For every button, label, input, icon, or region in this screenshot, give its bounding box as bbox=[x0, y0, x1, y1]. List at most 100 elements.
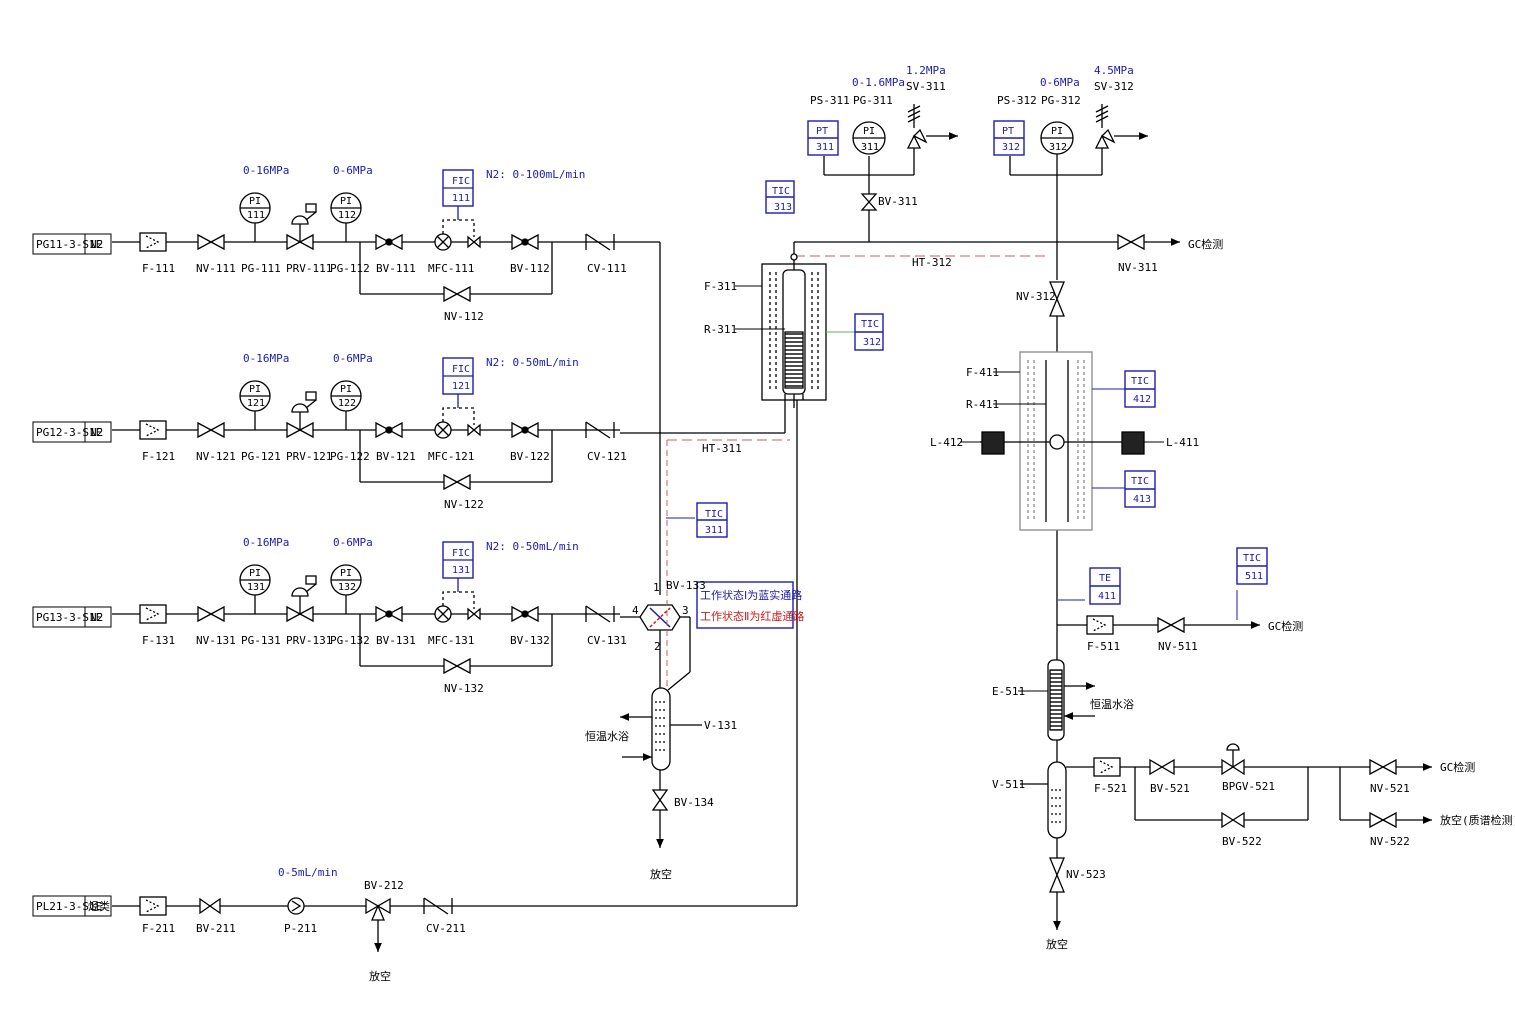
vent-ms-label: 放空(质谱检测) bbox=[1440, 813, 1515, 827]
pg1-no: 131 bbox=[247, 582, 265, 593]
nv-312-label: NV-312 bbox=[1016, 290, 1056, 303]
ht-311-label: HT-311 bbox=[702, 442, 742, 455]
ht-312-label: HT-312 bbox=[912, 256, 952, 269]
mfc-label: MFC-121 bbox=[428, 450, 474, 463]
source-4-id: PL21-3-S1E bbox=[36, 900, 102, 913]
top-header-line bbox=[794, 104, 1180, 660]
f-311-label: F-311 bbox=[704, 280, 737, 293]
pg1-range: 0-16MPa bbox=[243, 352, 289, 365]
ps-312-label: PS-312 bbox=[997, 94, 1037, 107]
tic-313-no: 313 bbox=[774, 202, 792, 213]
tic-412-name: TIC bbox=[1131, 376, 1149, 387]
gas-line-2 bbox=[112, 357, 620, 491]
source-1-id: PG11-3-S1E bbox=[36, 238, 102, 251]
pg2-no: 112 bbox=[338, 210, 356, 221]
te-411-no: 411 bbox=[1098, 591, 1116, 602]
bpgv-521-label: BPGV-521 bbox=[1222, 780, 1275, 793]
tic-311-name: TIC bbox=[705, 509, 723, 520]
pi-311-no: 311 bbox=[861, 142, 879, 153]
tic-313-name: TIC bbox=[772, 186, 790, 197]
fic-name: FIC bbox=[452, 548, 470, 559]
pg2-label: PG-112 bbox=[330, 262, 370, 275]
prv-label: PRV-111 bbox=[286, 262, 332, 275]
prv-label: PRV-131 bbox=[286, 634, 332, 647]
cv-label: CV-121 bbox=[587, 450, 627, 463]
pg2-range: 0-6MPa bbox=[333, 164, 373, 177]
bath-131-label: 恒温水浴 bbox=[585, 730, 629, 743]
tic-312-name: TIC bbox=[861, 319, 879, 330]
pt-312-name: PT bbox=[1002, 126, 1014, 137]
labels: PG11-3-S1E N2 PG12-3-S1E N2 PG13-3-S1E N… bbox=[32, 64, 1515, 983]
te-411-name: TE bbox=[1099, 573, 1111, 584]
mode-2-note: 工作状态Ⅱ为红虚通路 bbox=[700, 609, 804, 623]
pg1-no: 121 bbox=[247, 398, 265, 409]
port-1: 1 bbox=[653, 581, 660, 594]
port-3: 3 bbox=[682, 604, 689, 617]
gas-line-3 bbox=[112, 541, 620, 675]
pg2-name: PI bbox=[340, 568, 352, 579]
tic-511-name: TIC bbox=[1243, 553, 1261, 564]
pump-range: 0-5mL/min bbox=[278, 866, 338, 879]
nv-311-label: NV-311 bbox=[1118, 261, 1158, 274]
source-2-id: PG12-3-S1E bbox=[36, 426, 102, 439]
nv-521-label: NV-521 bbox=[1370, 782, 1410, 795]
prv-label: PRV-121 bbox=[286, 450, 332, 463]
pg2-no: 132 bbox=[338, 582, 356, 593]
pg2-no: 122 bbox=[338, 398, 356, 409]
cv-211-label: CV-211 bbox=[426, 922, 466, 935]
gc-1-label: GC检测 bbox=[1188, 237, 1223, 251]
tic-511-no: 511 bbox=[1245, 571, 1263, 582]
fic-no: 111 bbox=[452, 193, 470, 204]
fic-range: N2: 0-100mL/min bbox=[486, 168, 585, 181]
sv-311-label: SV-311 bbox=[906, 80, 946, 93]
pg2-name: PI bbox=[340, 384, 352, 395]
ps-311-label: PS-311 bbox=[810, 94, 850, 107]
fic-no: 121 bbox=[452, 381, 470, 392]
f-211-label: F-211 bbox=[142, 922, 175, 935]
pg-311-range: 0-1.6MPa bbox=[852, 76, 905, 89]
liquid-line bbox=[112, 395, 798, 952]
pg2-name: PI bbox=[340, 196, 352, 207]
nv-label: NV-111 bbox=[196, 262, 236, 275]
pg1-range: 0-16MPa bbox=[243, 536, 289, 549]
downstream-section bbox=[1020, 615, 1432, 930]
filter-label: F-131 bbox=[142, 634, 175, 647]
bv2-label: BV-112 bbox=[510, 262, 550, 275]
sv-311-range: 1.2MPa bbox=[906, 64, 946, 77]
sv-312-range: 4.5MPa bbox=[1094, 64, 1134, 77]
bv1-label: BV-121 bbox=[376, 450, 416, 463]
bv1-label: BV-111 bbox=[376, 262, 416, 275]
f-411-label: F-411 bbox=[966, 366, 999, 379]
pt-311-no: 311 bbox=[816, 142, 834, 153]
switch-note-box bbox=[696, 581, 794, 629]
pg1-name: PI bbox=[249, 384, 261, 395]
source-3-id: PG13-3-S1E bbox=[36, 611, 102, 624]
sv-312-label: SV-312 bbox=[1094, 80, 1134, 93]
pi-312-name: PI bbox=[1051, 126, 1063, 137]
bv2-label: BV-132 bbox=[510, 634, 550, 647]
bath-511-label: 恒温水浴 bbox=[1090, 698, 1134, 711]
pg2-label: PG-132 bbox=[330, 634, 370, 647]
pi-312-no: 312 bbox=[1049, 142, 1067, 153]
filter-label: F-111 bbox=[142, 262, 175, 275]
p-211-label: P-211 bbox=[284, 922, 317, 935]
v-511-label: V-511 bbox=[992, 778, 1025, 791]
cv-label: CV-131 bbox=[587, 634, 627, 647]
nv-511-label: NV-511 bbox=[1158, 640, 1198, 653]
fic-no: 131 bbox=[452, 565, 470, 576]
pg1-label: PG-131 bbox=[241, 634, 281, 647]
fic-name: FIC bbox=[452, 176, 470, 187]
nv-523-label: NV-523 bbox=[1066, 868, 1106, 881]
r-411-label: R-411 bbox=[966, 398, 999, 411]
gas-line-1 bbox=[112, 169, 620, 303]
mode-1-note: 工作状态Ⅰ为蓝实通路 bbox=[700, 588, 802, 602]
bv-211-label: BV-211 bbox=[196, 922, 236, 935]
tic-311-no: 311 bbox=[705, 525, 723, 536]
pg-311-label: PG-311 bbox=[853, 94, 893, 107]
mfc-label: MFC-131 bbox=[428, 634, 474, 647]
fic-range: N2: 0-50mL/min bbox=[486, 540, 579, 553]
l-411-label: L-411 bbox=[1166, 436, 1199, 449]
bv-522-label: BV-522 bbox=[1222, 835, 1262, 848]
